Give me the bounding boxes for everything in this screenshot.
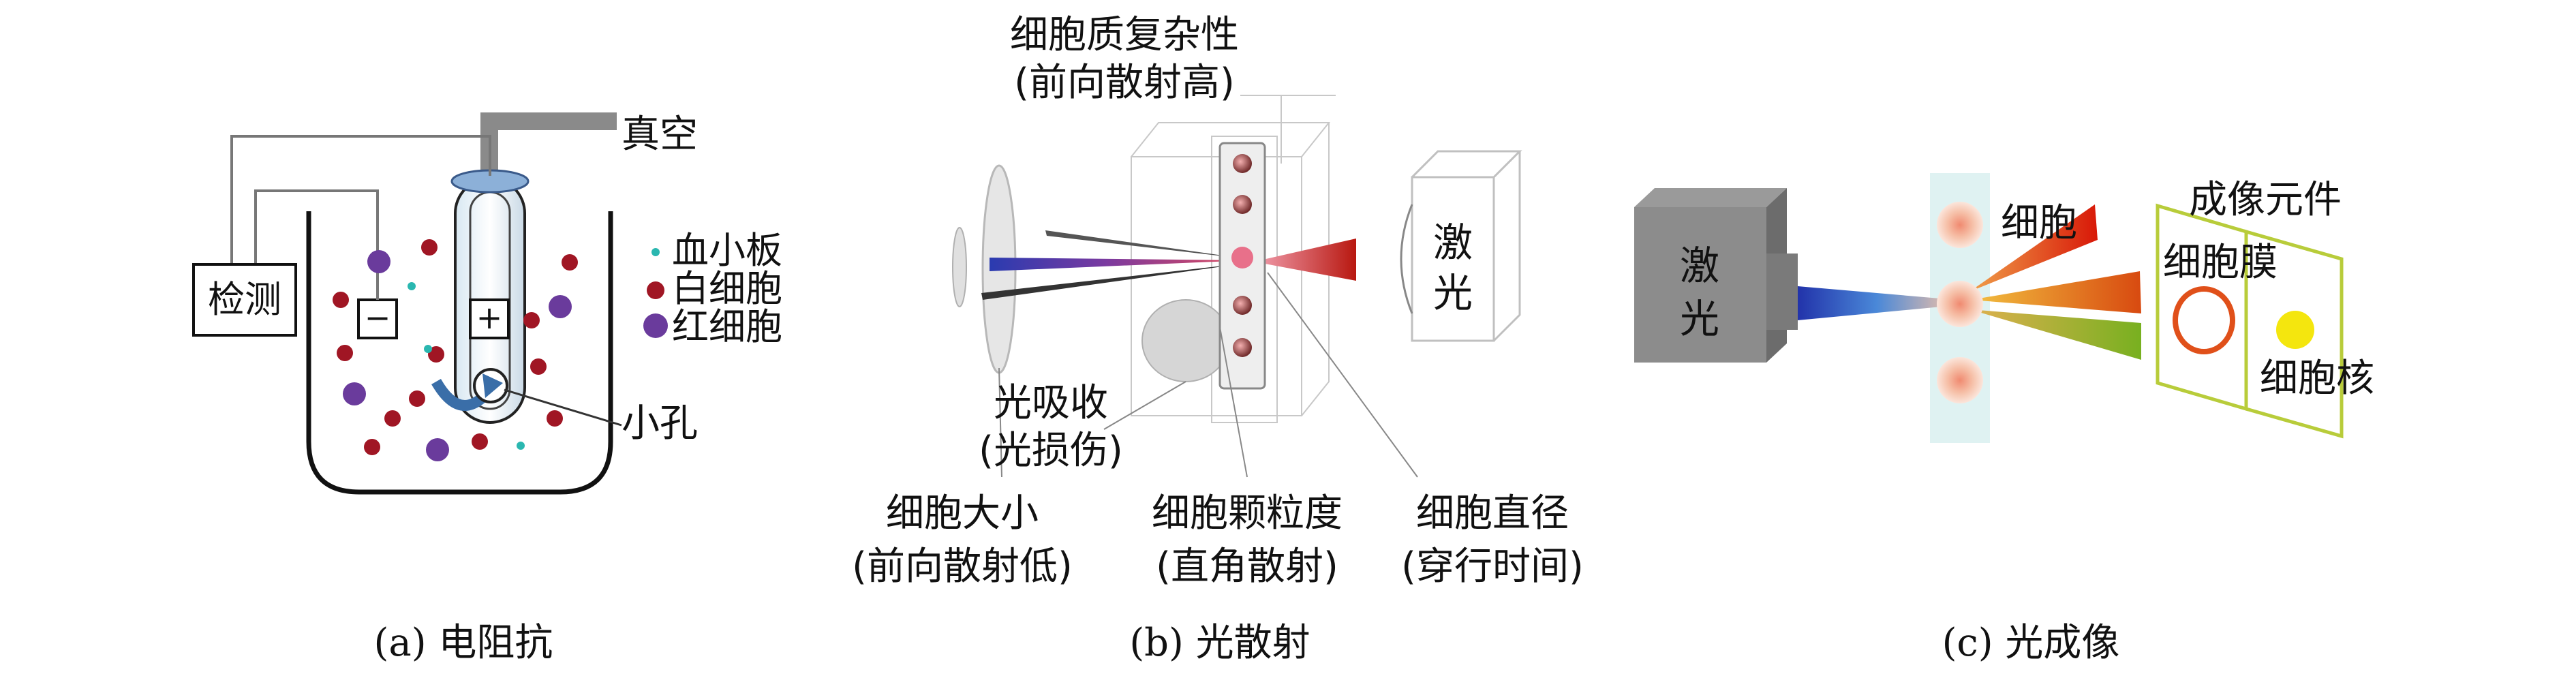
red-blood-cell [343, 382, 366, 405]
platelet [517, 442, 525, 450]
forward-scatter-dark [981, 263, 1247, 300]
legend-platelet-label: 血小板 [672, 229, 782, 272]
complexity-sub: (前向散射高) [1014, 61, 1235, 105]
white-blood-cell [364, 439, 380, 455]
cells-in-solution [333, 239, 578, 461]
white-blood-cell [472, 433, 488, 450]
laser-label-c-2: 光 [1680, 296, 1719, 342]
white-blood-cell [428, 346, 444, 363]
size-label: 细胞大小 [886, 491, 1039, 536]
scatter-beam-red [1969, 204, 2098, 292]
pore-label: 小孔 [622, 401, 698, 446]
legend-wbc-swatch [647, 281, 664, 299]
white-blood-cell [384, 410, 401, 427]
legend-wbc-label: 白细胞 [672, 267, 782, 310]
cell-nucleus-image [2276, 311, 2314, 349]
panel-scattering: 激 光 细胞质复杂性 (前向散射高) 光吸收 (光损伤) 细胞大小 (前向散射低… [852, 13, 1584, 665]
absorb-sub: (光损伤) [979, 429, 1123, 473]
pore-arrowhead [482, 373, 503, 398]
forward-scatter-upper [1045, 230, 1247, 259]
white-blood-cell [337, 345, 353, 361]
laser-block-front [1634, 207, 1766, 363]
panel-impedance: 真空 − + 检测 小孔 [192, 112, 782, 665]
absorb-label: 光吸收 [994, 381, 1108, 425]
laser-nozzle [1766, 253, 1798, 330]
red-blood-cell [549, 295, 572, 318]
laser-block-top [1634, 188, 1787, 207]
cell-membrane-image [2173, 286, 2235, 354]
flow-cell-bead [1233, 296, 1252, 315]
diameter-label: 细胞直径 [1416, 491, 1569, 536]
red-blood-cell [426, 438, 449, 461]
side-lens-disc [1141, 299, 1230, 382]
white-blood-cell [562, 254, 578, 271]
caption-a: (a) 电阻抗 [374, 621, 553, 665]
legend-platelet-swatch [651, 248, 660, 256]
incident-beam [1798, 286, 1956, 320]
white-blood-cell [547, 410, 563, 427]
laser-box [1411, 176, 1495, 342]
plus-electrode [469, 298, 510, 339]
imaged-cell [1937, 281, 1983, 327]
imaged-cell [1937, 357, 1983, 403]
size-sub: (前向散射低) [852, 544, 1073, 589]
granularity-label: 细胞颗粒度 [1152, 491, 1343, 536]
cell-legend: 血小板 白细胞 红细胞 [643, 229, 782, 348]
caption-b: (b) 光散射 [1129, 621, 1310, 665]
beaker [306, 211, 613, 495]
plus-electrode-label: + [476, 299, 503, 336]
platelet [424, 345, 432, 353]
imaging-element-right [2244, 229, 2344, 439]
legend-rbc-swatch [643, 313, 668, 338]
white-blood-cell [530, 358, 547, 375]
cell-label: 细胞 [2001, 201, 2077, 245]
scatter-beam-orange [1971, 271, 2141, 313]
membrane-label: 细胞膜 [2163, 241, 2278, 285]
forward-lens-disc-2 [952, 227, 967, 307]
wire-outer [230, 135, 491, 264]
imaged-cell [1937, 202, 1983, 248]
leader-lines [998, 272, 1418, 478]
laser-beam-in [1254, 239, 1356, 281]
panel-imaging: 激 光 细胞 成像元件 细胞膜 细胞核 (c) 光成像 [1634, 173, 2374, 665]
flow-cell-bead [1231, 247, 1253, 268]
legend-rbc-label: 红细胞 [672, 305, 782, 348]
flow-cell-bead [1233, 338, 1252, 357]
flow-cell-bead [1233, 195, 1252, 214]
platelet [408, 282, 416, 290]
flow-cell-frame [1131, 95, 1336, 423]
imaging-element-label: 成像元件 [2189, 178, 2342, 222]
laser-label-c-1: 激 [1680, 243, 1719, 289]
pore-leader [504, 388, 622, 427]
caption-c: (c) 光成像 [1942, 621, 2120, 665]
white-blood-cell [523, 312, 540, 328]
laser-box-depth [1411, 150, 1522, 342]
detector-box [192, 263, 297, 337]
white-blood-cell [409, 390, 425, 407]
flow-cell-bead [1233, 154, 1252, 173]
complexity-label: 细胞质复杂性 [1010, 13, 1239, 57]
forward-scatter-blue [990, 258, 1247, 271]
minus-electrode-label: − [365, 299, 391, 336]
nucleus-label: 细胞核 [2260, 356, 2374, 401]
laser-label-b-2: 光 [1433, 270, 1473, 316]
granularity-sub: (直角散射) [1156, 544, 1338, 589]
diameter-sub: (穿行时间) [1401, 544, 1584, 589]
red-blood-cell [367, 250, 390, 273]
white-blood-cell [333, 292, 349, 308]
white-blood-cell [421, 239, 438, 256]
laser-label-b-1: 激 [1433, 219, 1473, 266]
detector-label: 检测 [208, 278, 281, 321]
laser-box-lens [1400, 204, 1413, 314]
scatter-beam-green [1969, 309, 2141, 360]
wire-inner [254, 189, 379, 300]
vacuum-label: 真空 [622, 112, 698, 157]
minus-electrode [357, 298, 398, 339]
